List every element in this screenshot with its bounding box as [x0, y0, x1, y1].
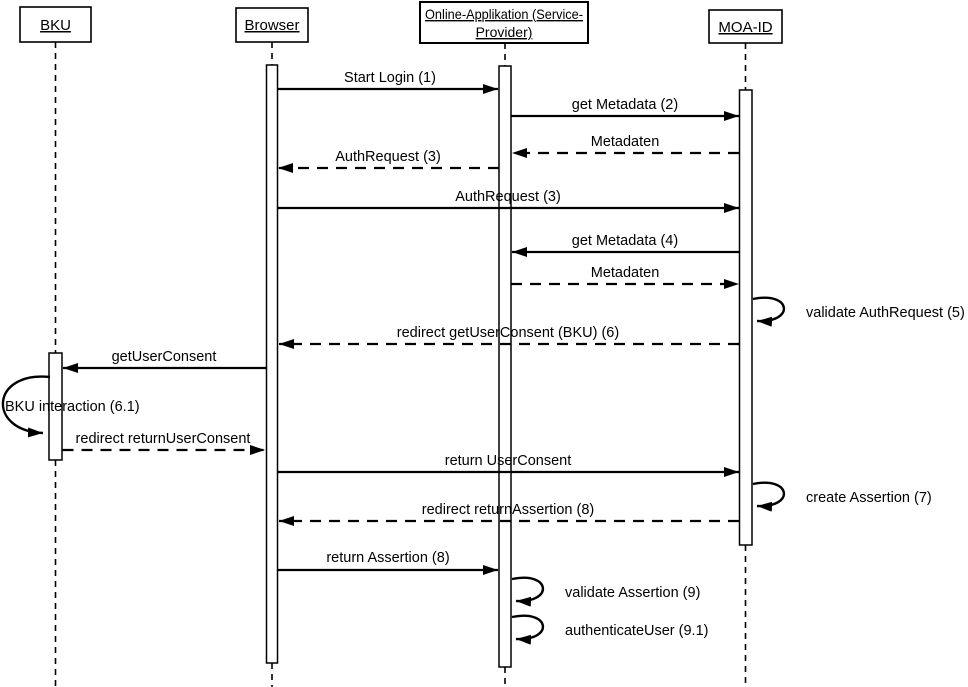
message-label-metadaten-return-1: Metadaten: [591, 134, 660, 150]
message-label-redirect-returnassertion: redirect returnAssertion (8): [422, 502, 594, 518]
activation-bar-online-app: [498, 65, 512, 668]
activation-bar-moa-id: [738, 89, 753, 546]
message-label-validate-assertion: validate Assertion (9): [565, 585, 700, 601]
actor-label-bku: BKU: [40, 17, 71, 34]
message-label-bku-interaction: BKU interaction (6.1): [5, 399, 140, 415]
message-label-authenticateuser: authenticateUser (9.1): [565, 623, 708, 639]
message-label-start-login: Start Login (1): [344, 70, 436, 86]
self-loop-validate-authrequest: [752, 296, 786, 327]
message-label-return-userconsent: return UserConsent: [445, 453, 572, 469]
message-label-validate-authrequest: validate AuthRequest (5): [806, 305, 965, 321]
lifelines: [54, 42, 747, 687]
activation-bars: [48, 64, 753, 668]
self-loop-authenticateuser: [511, 614, 545, 645]
actor-box-bku: [19, 6, 92, 43]
self-loop-create-assertion: [752, 481, 786, 512]
actor-box-browser: [235, 7, 309, 43]
self-loop-bku-interaction: [1, 375, 51, 438]
message-label-redirect-getuserconsent: redirect getUserConsent (BKU) (6): [397, 325, 619, 341]
activation-bar-bku: [48, 352, 63, 461]
message-label-authrequest-to-browser: AuthRequest (3): [335, 149, 441, 165]
message-label-get-metadata-2: get Metadata (2): [572, 97, 678, 113]
messages: Start Login (1) get Metadata (2) Metadat…: [1, 70, 965, 645]
message-label-getuserconsent: getUserConsent: [112, 349, 217, 365]
message-label-create-assertion: create Assertion (7): [806, 490, 932, 506]
message-label-return-assertion: return Assertion (8): [326, 550, 449, 566]
actor-label-browser: Browser: [244, 17, 299, 34]
actor-heads: BKU Browser Online-Applikation (Service-…: [19, 1, 783, 44]
message-label-metadaten-return-2: Metadaten: [591, 265, 660, 281]
message-label-authrequest-to-moa: AuthRequest (3): [455, 189, 561, 205]
message-label-redirect-returnuserconsent: redirect returnUserConsent: [76, 431, 251, 447]
message-label-get-metadata-4: get Metadata (4): [572, 233, 678, 249]
activation-bar-browser: [265, 64, 279, 664]
actor-label-online-app-line2: Provider): [476, 24, 533, 40]
self-loop-validate-assertion: [511, 576, 545, 607]
actor-box-moa-id: [708, 9, 783, 44]
actor-label-online-app-line1: Online-Applikation (Service-: [425, 6, 583, 22]
actor-label-moa-id: MOA-ID: [718, 19, 772, 36]
actor-box-online-app: [419, 1, 589, 44]
